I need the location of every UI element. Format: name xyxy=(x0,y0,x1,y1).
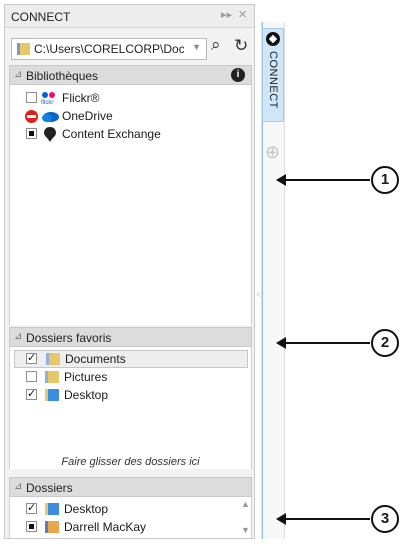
collapse-triangle-icon[interactable]: ⊿ xyxy=(14,481,23,492)
close-icon[interactable]: ✕ xyxy=(238,9,248,21)
favorite-label: Pictures xyxy=(64,370,108,384)
onedrive-icon xyxy=(41,110,59,125)
callout-1: 1 xyxy=(371,166,399,194)
collapse-handle-icon[interactable]: ◁ xyxy=(256,289,264,300)
arrow-head-3 xyxy=(276,513,286,525)
library-item-content-exchange[interactable]: Content Exchange xyxy=(10,125,249,143)
dock-tab-label: CONNECT xyxy=(267,51,279,109)
path-row: ▼ ⌕ ↻ xyxy=(5,29,254,65)
dock-separator xyxy=(262,22,263,539)
collapse-triangle-icon[interactable]: ⊿ xyxy=(14,69,23,80)
drop-hint: Faire glisser des dossiers ici xyxy=(61,456,200,468)
user-folder-icon xyxy=(45,521,59,533)
favorite-label: Documents xyxy=(65,352,126,366)
library-checkbox[interactable] xyxy=(26,92,37,103)
arrow-head-1 xyxy=(276,174,286,186)
callout-3: 3 xyxy=(371,505,399,533)
add-docker-icon[interactable]: ⊕ xyxy=(265,142,281,162)
folder-icon xyxy=(45,503,59,515)
library-label: Flickr® xyxy=(62,91,100,105)
folder-checkbox[interactable] xyxy=(26,521,37,532)
scroll-down-icon[interactable]: ▼ xyxy=(241,525,250,535)
panel-titlebar: CONNECT ▸▸ ✕ xyxy=(5,5,254,28)
folder-icon xyxy=(45,371,59,383)
folder-label: Desktop xyxy=(64,502,109,516)
favorite-item-pictures[interactable]: Pictures xyxy=(10,368,249,386)
info-icon[interactable]: i xyxy=(231,68,245,82)
connect-logo-icon xyxy=(266,32,280,46)
favorite-checkbox[interactable]: ✓ xyxy=(26,388,37,400)
collapse-triangle-icon[interactable]: ⊿ xyxy=(14,331,23,342)
flickr-icon: flickr xyxy=(41,91,57,106)
libraries-list: flickr Flickr® OneDrive Content Exchange xyxy=(9,85,252,325)
connect-panel: CONNECT ▸▸ ✕ ▼ ⌕ ↻ ⊿ Bibliothèques i fli… xyxy=(4,4,255,539)
blocked-icon[interactable] xyxy=(25,110,38,123)
folder-icon xyxy=(45,389,59,401)
library-label: OneDrive xyxy=(62,109,113,123)
folders-header[interactable]: ⊿ Dossiers xyxy=(9,477,252,497)
arrow-line-3 xyxy=(284,518,370,520)
path-dropdown[interactable]: ▼ xyxy=(11,38,207,60)
folder-icon xyxy=(46,353,60,365)
folders-header-label: Dossiers xyxy=(26,481,73,495)
chevron-down-icon[interactable]: ▼ xyxy=(192,42,201,52)
folder-item-desktop[interactable]: ✓ Desktop xyxy=(10,500,249,518)
arrow-line-1 xyxy=(284,179,370,181)
path-input[interactable] xyxy=(34,40,184,58)
folder-item-darrell-mackay[interactable]: Darrell MacKay xyxy=(10,518,249,536)
favorites-header-label: Dossiers favoris xyxy=(26,331,112,345)
library-item-flickr[interactable]: flickr Flickr® xyxy=(10,89,249,107)
library-label: Content Exchange xyxy=(62,127,161,141)
callout-2: 2 xyxy=(371,329,399,357)
favorite-item-documents[interactable]: ✓ Documents xyxy=(14,350,248,368)
library-checkbox[interactable] xyxy=(26,128,37,139)
panel-title: CONNECT xyxy=(11,10,71,24)
scroll-up-icon[interactable]: ▲ xyxy=(241,499,250,509)
pin-icon[interactable]: ▸▸ xyxy=(221,9,233,21)
content-exchange-icon xyxy=(44,127,56,145)
libraries-header-label: Bibliothèques xyxy=(26,69,99,83)
favorite-label: Desktop xyxy=(64,388,109,402)
search-icon[interactable]: ⌕ xyxy=(211,35,221,54)
favorites-header[interactable]: ⊿ Dossiers favoris xyxy=(9,327,252,347)
libraries-header[interactable]: ⊿ Bibliothèques i xyxy=(9,65,252,85)
favorite-checkbox[interactable] xyxy=(26,371,37,382)
folder-icon xyxy=(17,43,30,55)
favorites-list: ✓ Documents Pictures ✓ Desktop Faire gli… xyxy=(9,347,252,469)
arrow-line-2 xyxy=(284,342,370,344)
svg-text:flickr: flickr xyxy=(41,100,53,105)
favorite-checkbox[interactable]: ✓ xyxy=(26,352,37,364)
folders-list: ✓ Desktop Darrell MacKay ▲ ▼ xyxy=(9,497,252,538)
favorite-item-desktop[interactable]: ✓ Desktop xyxy=(10,386,249,404)
folder-checkbox[interactable]: ✓ xyxy=(26,502,37,514)
library-item-onedrive[interactable]: OneDrive xyxy=(10,107,249,125)
connect-dock-tab[interactable]: CONNECT xyxy=(262,28,284,122)
folder-label: Darrell MacKay xyxy=(64,520,147,534)
refresh-icon[interactable]: ↻ xyxy=(234,36,249,55)
arrow-head-2 xyxy=(276,337,286,349)
